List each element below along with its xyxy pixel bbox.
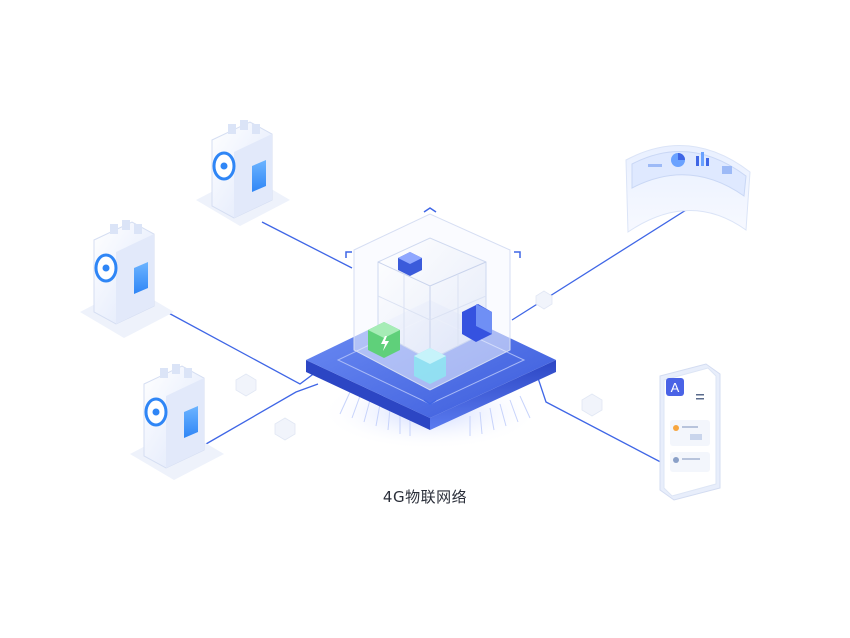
iot-device-middle bbox=[80, 220, 174, 338]
central-cube-processor bbox=[353, 213, 511, 391]
chip-pins bbox=[339, 391, 531, 436]
iot-device-top bbox=[196, 120, 290, 226]
floating-cubes bbox=[235, 290, 603, 441]
line-to-device-bottom bbox=[205, 383, 319, 445]
smartphone: A bbox=[659, 363, 721, 501]
curved-dashboard-screen bbox=[625, 145, 751, 233]
line-to-device-middle bbox=[162, 309, 317, 385]
iot-device-bottom bbox=[130, 364, 224, 480]
line-to-phone bbox=[535, 371, 673, 469]
line-to-device-top bbox=[261, 221, 353, 269]
phone-app-badge bbox=[666, 378, 684, 396]
diagram-caption: 4G物联网络 bbox=[382, 488, 468, 506]
phone-app-letter: A bbox=[671, 380, 680, 395]
scan-brackets bbox=[345, 207, 521, 405]
